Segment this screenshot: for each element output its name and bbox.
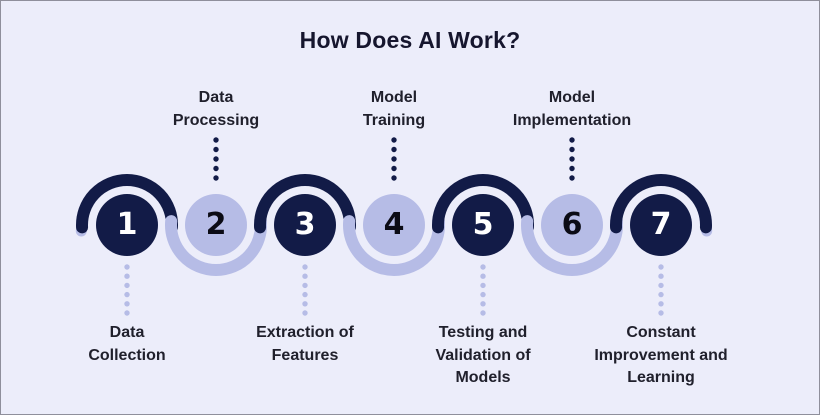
- step-3-connector-dot: [302, 282, 308, 289]
- step-2-connector-dot: [213, 137, 219, 143]
- step-7-number: 7: [650, 207, 672, 242]
- step-3-circle: [274, 194, 336, 256]
- step-2-number: 2: [205, 207, 227, 242]
- step-1-label: Data Collection: [88, 324, 166, 364]
- step-3-label: Extraction of Features: [256, 324, 354, 364]
- step-6-number: 6: [561, 207, 583, 242]
- step-4-connector-dot: [391, 165, 397, 172]
- step-3-connector-dot: [302, 264, 308, 270]
- step-4-number: 4: [383, 207, 405, 242]
- step-7-connector-dot: [658, 301, 664, 307]
- step-3-number: 3: [294, 207, 316, 242]
- step-5-connector-dot: [480, 301, 486, 307]
- step-4-connector-dot: [391, 175, 397, 181]
- step-7-label: Constant Improvement and Learning: [594, 324, 728, 386]
- step-1-connector-dot: [124, 282, 130, 289]
- step-4-circle: [363, 194, 425, 256]
- step-6-connector-dot: [569, 175, 575, 181]
- step-5-arc: [432, 174, 534, 234]
- step-3-connector-dot: [302, 310, 308, 316]
- step-5-connector-dot: [480, 282, 486, 289]
- step-2-circle: [185, 194, 247, 256]
- step-1-connector-dot: [124, 301, 130, 307]
- step-3-connector-dot: [302, 301, 308, 307]
- step-7-circle: [630, 194, 692, 256]
- step-5-connector-dot: [480, 310, 486, 316]
- step-7-connector-dot: [658, 291, 664, 298]
- step-6-connector-dot: [569, 137, 575, 143]
- step-6-connector-dot: [569, 156, 575, 162]
- step-6-connector-dot: [569, 165, 575, 172]
- step-4-label: Model Training: [362, 89, 426, 129]
- step-5-label: Testing and Validation of Models: [435, 324, 531, 386]
- step-2-label: Data Processing: [172, 89, 260, 129]
- step-7-connector-dot: [658, 310, 664, 316]
- step-3-connector-dot: [302, 273, 308, 279]
- step-2-connector-dot: [213, 146, 219, 153]
- step-6-arc: [521, 215, 623, 276]
- diagram-title: How Does AI Work?: [299, 27, 521, 53]
- step-1-number: 1: [116, 207, 138, 242]
- step-5-circle: [452, 194, 514, 256]
- step-2-connector-dot: [213, 175, 219, 181]
- step-1-connector-dot: [124, 291, 130, 298]
- step-1-connector-dot: [124, 264, 130, 270]
- step-4-connector-dot: [391, 156, 397, 162]
- step-7-connector-dot: [658, 282, 664, 289]
- step-5-connector-dot: [480, 291, 486, 298]
- step-1-arc: [76, 174, 178, 234]
- step-4-connector-dot: [391, 137, 397, 143]
- step-6-circle: [541, 194, 603, 256]
- step-5-connector-dot: [480, 264, 486, 270]
- step-5-number: 5: [472, 207, 494, 242]
- step-3-arc: [254, 174, 356, 234]
- step-2-connector-dot: [213, 165, 219, 172]
- step-7-connector-dot: [658, 264, 664, 270]
- step-1-connector-dot: [124, 273, 130, 279]
- step-7-arc: [610, 174, 712, 234]
- step-3-connector-dot: [302, 291, 308, 298]
- step-7-connector-dot: [658, 273, 664, 279]
- step-4-arc: [343, 215, 445, 276]
- step-5-connector-dot: [480, 273, 486, 279]
- step-6-connector-dot: [569, 146, 575, 153]
- step-2-arc: [165, 215, 267, 276]
- step-2-connector-dot: [213, 156, 219, 162]
- step-6-label: Model Implementation: [512, 89, 632, 129]
- step-4-connector-dot: [391, 146, 397, 153]
- step-1-circle: [96, 194, 158, 256]
- step-1-connector-dot: [124, 310, 130, 316]
